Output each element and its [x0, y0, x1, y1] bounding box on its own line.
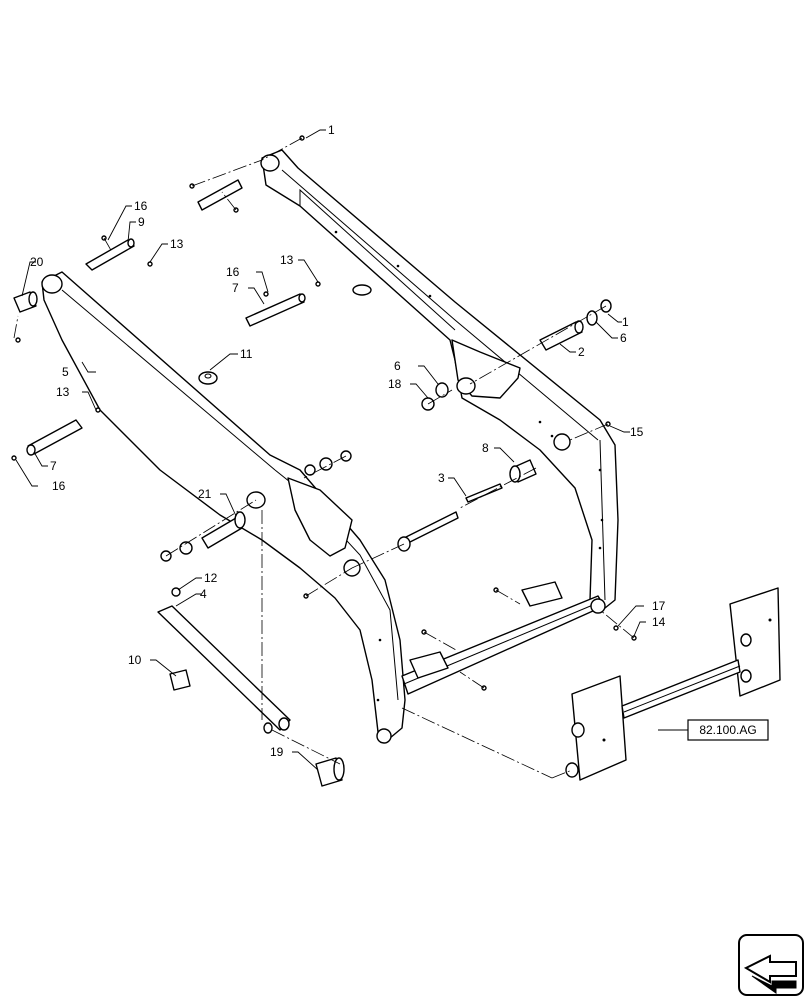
- callout-15: 15: [630, 425, 644, 439]
- callout-3: 3: [438, 471, 445, 485]
- callout-20: 20: [30, 255, 44, 269]
- callout-7-upper: 7: [232, 281, 239, 295]
- callout-19: 19: [270, 745, 284, 759]
- centerlines: [13, 137, 635, 779]
- lower-boss-right: [590, 598, 606, 614]
- loader-frame: [41, 149, 619, 744]
- reference-label[interactable]: 82.100.AG: [699, 723, 756, 737]
- callout-4: 4: [200, 587, 207, 601]
- callout-13-mid: 13: [280, 253, 294, 267]
- callout-6-right: 6: [620, 331, 627, 345]
- callout-11: 11: [240, 347, 253, 361]
- callout-21: 21: [198, 487, 212, 501]
- right-loader-arm: [261, 149, 619, 613]
- reference-box[interactable]: [687, 719, 769, 741]
- callout-2: 2: [578, 345, 585, 359]
- arm-pin-boss-upper: [456, 377, 476, 395]
- attachment-plate-right: [729, 587, 781, 697]
- pad-10: [169, 669, 191, 691]
- callout-18: 18: [388, 377, 402, 391]
- callout-6-mid: 6: [394, 359, 401, 373]
- callout-labels: 1 16 9 13 20 16 13 7 11 5 13 7 16 1 6 2 …: [30, 123, 666, 759]
- link-bar-4: [157, 605, 291, 731]
- next-page-arrow-icon[interactable]: [738, 934, 804, 996]
- leader-lines: [15, 129, 688, 771]
- washer-6-upper: [586, 310, 598, 326]
- washer-top: [352, 284, 372, 296]
- callout-14: 14: [652, 615, 666, 629]
- callout-13-top: 13: [170, 237, 184, 251]
- bolt-3: [465, 483, 503, 503]
- callout-10: 10: [128, 653, 142, 667]
- callout-13-lower: 13: [56, 385, 70, 399]
- callout-16-lower: 16: [52, 479, 66, 493]
- attachment-frame-assembly: [565, 587, 781, 781]
- cross-tube: [401, 595, 605, 695]
- arm-pivot-boss-top: [260, 154, 280, 172]
- lower-boss-left: [376, 728, 392, 744]
- arm-pin-boss-right: [553, 433, 571, 451]
- loose-parts: [11, 135, 637, 787]
- arm-pivot-boss-left: [41, 274, 63, 294]
- pin-top: [197, 179, 243, 211]
- callout-1-top: 1: [328, 123, 335, 137]
- callout-5: 5: [62, 365, 69, 379]
- cross-tube-bracket-right: [521, 581, 563, 607]
- callout-12: 12: [204, 571, 218, 585]
- pin-7-lower: [27, 419, 83, 455]
- callout-17: 17: [652, 599, 666, 613]
- callout-16-mid: 16: [226, 265, 240, 279]
- attachment-plate-left: [571, 675, 627, 781]
- pin-9: [85, 239, 135, 271]
- cross-tube-bracket-left: [409, 651, 449, 679]
- washer-6-mid: [435, 382, 449, 398]
- callout-1-right: 1: [622, 315, 629, 329]
- callout-7-lower: 7: [50, 459, 57, 473]
- callout-16-top: 16: [134, 199, 148, 213]
- washer-21a: [179, 541, 193, 555]
- left-arm-plate: [287, 477, 353, 557]
- pin-7-upper: [245, 293, 305, 327]
- callout-8: 8: [482, 441, 489, 455]
- callout-9: 9: [138, 215, 145, 229]
- reference-link-82-100-ag[interactable]: 82.100.AG: [687, 719, 769, 741]
